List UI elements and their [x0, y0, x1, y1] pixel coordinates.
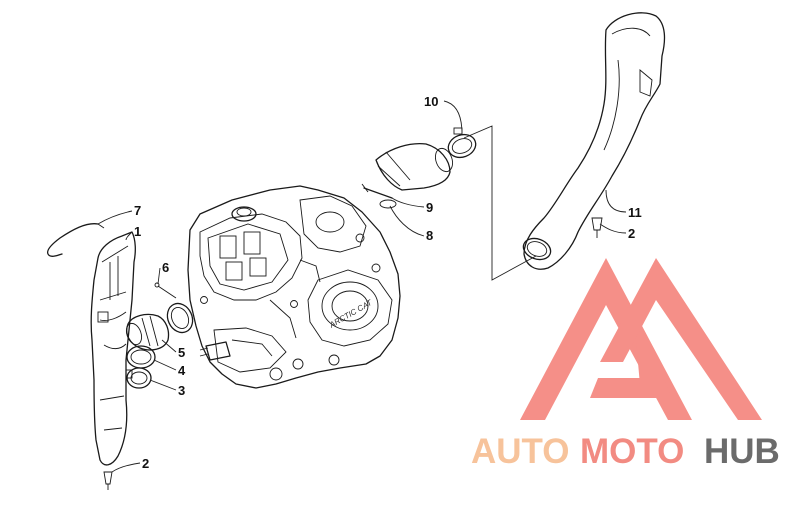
callout-11: 11 — [628, 205, 642, 220]
exhaust-tube — [522, 12, 666, 270]
watermark-wordmark: AUTO MOTO HUB — [471, 432, 780, 471]
screw-2-upper — [591, 217, 603, 238]
callout-6: 6 — [162, 260, 169, 275]
outlet-elbow — [375, 142, 454, 191]
leader-lines — [97, 100, 627, 473]
watermark-word-hub: HUB — [704, 432, 780, 471]
watermark-word-auto: AUTO — [471, 432, 570, 471]
callout-3: 3 — [178, 383, 185, 398]
hose-clamp-4 — [126, 345, 156, 369]
clamp-10 — [447, 127, 477, 159]
callout-7: 7 — [134, 203, 141, 218]
callout-4: 4 — [178, 363, 186, 378]
callout-labels: 7 1 6 5 4 3 2 10 9 8 11 2 — [134, 94, 642, 471]
callout-2-upper: 2 — [628, 226, 635, 241]
gasket — [166, 302, 194, 334]
screw-6 — [154, 282, 177, 299]
washer-8 — [379, 199, 397, 209]
callout-8: 8 — [426, 228, 433, 243]
engine-assembly: ARCTIC CAT — [187, 185, 401, 389]
watermark-word-moto: MOTO — [580, 432, 684, 471]
callout-1: 1 — [134, 224, 141, 239]
callout-10: 10 — [424, 94, 438, 109]
screw-2-lower — [103, 471, 113, 490]
watermark-logo-mark — [520, 258, 762, 420]
intake-coupler — [125, 313, 170, 351]
screw-9 — [361, 183, 393, 199]
callout-9: 9 — [426, 200, 433, 215]
hose-routing-line — [463, 125, 537, 281]
callout-5: 5 — [178, 345, 185, 360]
air-intake-boot — [90, 231, 136, 466]
hose-clamp-3 — [125, 367, 152, 389]
callout-2-lower: 2 — [142, 456, 149, 471]
retaining-clip — [46, 223, 105, 257]
